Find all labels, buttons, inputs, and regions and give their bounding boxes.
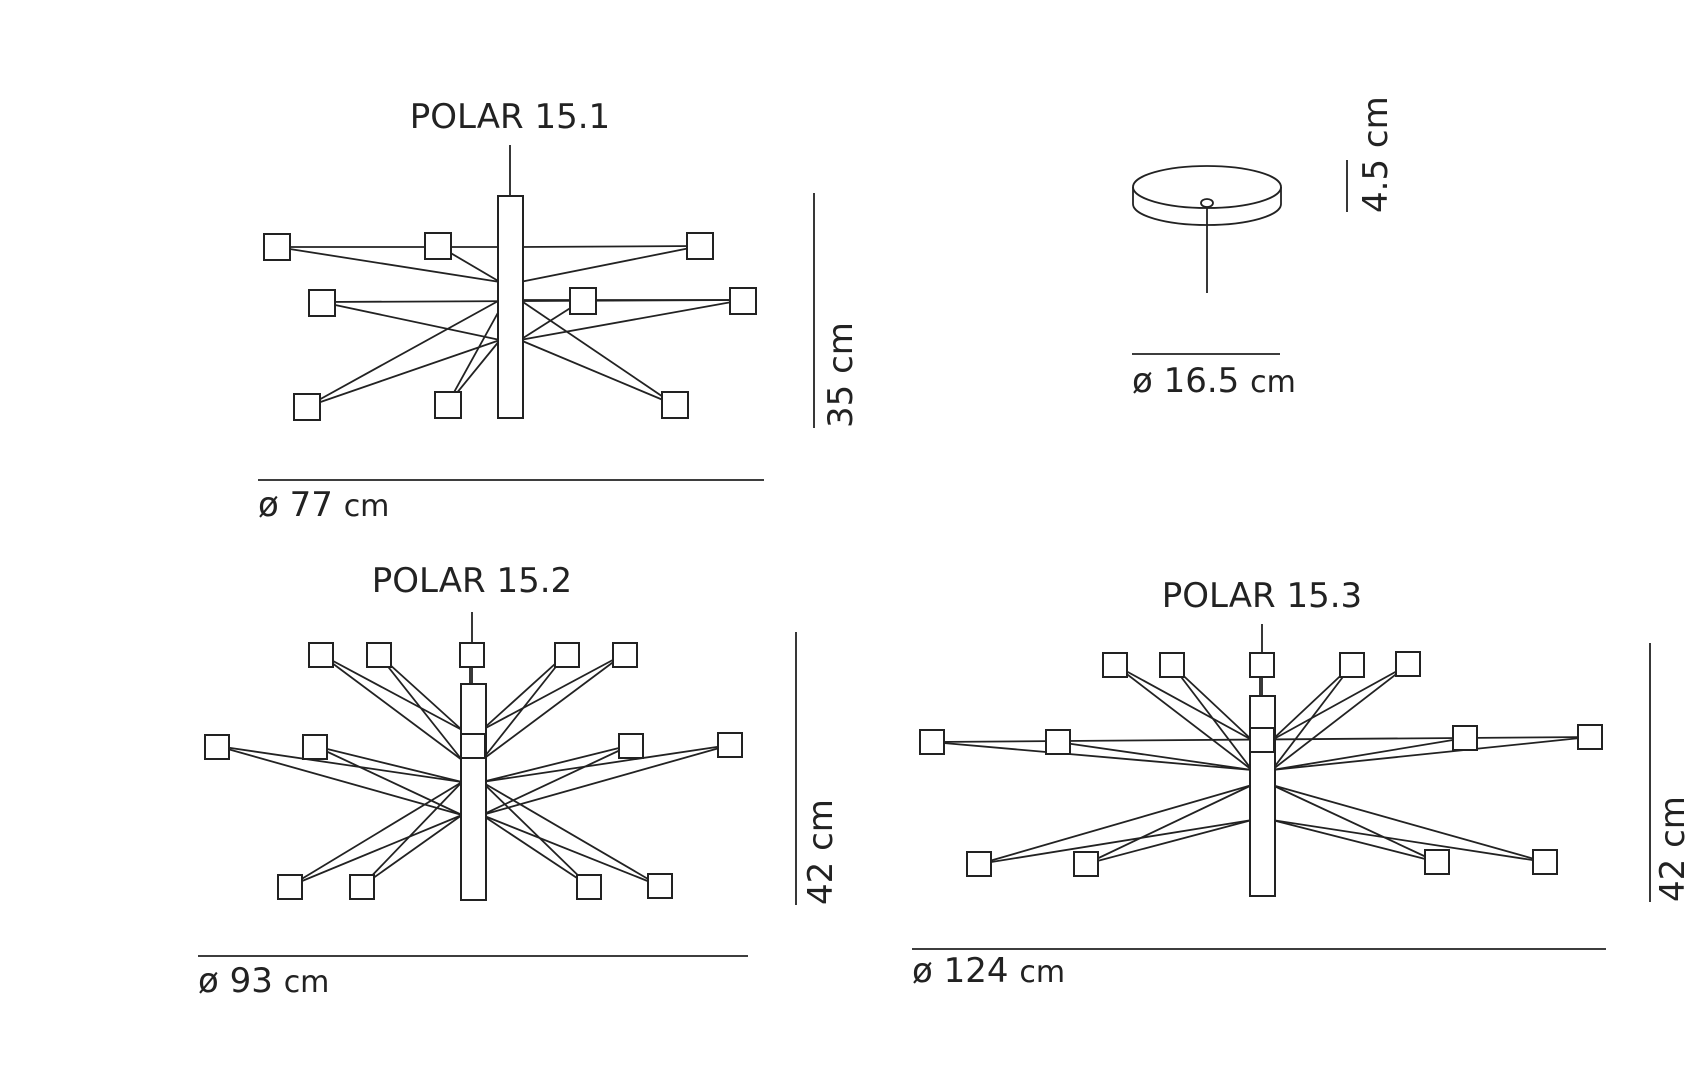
polar-15-1-title: POLAR 15.1	[410, 97, 610, 137]
canopy-height-label: 4.5 cm	[1356, 96, 1396, 213]
polar-15-1-drawing: POLAR 15.1	[258, 97, 861, 525]
polar-15-3-diameter-label: ø 124 cm	[912, 951, 1065, 991]
polar-15-3-light-cubes	[919, 651, 1603, 877]
polar-15-1-diameter-label: ø 77 cm	[258, 485, 389, 525]
central-stem	[460, 683, 487, 901]
cable-gripper	[1200, 198, 1214, 208]
central-stem	[497, 195, 524, 419]
polar-15-2-title: POLAR 15.2	[372, 561, 572, 601]
polar-15-2-diameter-label: ø 93 cm	[198, 961, 329, 1001]
polar-15-1-height-label: 35 cm	[821, 322, 861, 428]
polar-15-3-title: POLAR 15.3	[1162, 576, 1362, 616]
polar-15-2-arms	[216, 653, 731, 887]
polar-15-2-height-label: 42 cm	[801, 799, 841, 905]
canopy-diameter-label: ø 16.5 cm	[1132, 361, 1296, 401]
polar-15-1-arms	[276, 244, 744, 408]
polar-15-2-drawing: POLAR 15.2	[198, 561, 841, 1001]
polar-15-3-height-label: 42 cm	[1653, 796, 1693, 902]
polar-15-3-drawing: POLAR 15.3	[912, 576, 1693, 991]
polar-15-1-light-cubes	[263, 232, 757, 421]
central-stem	[1249, 695, 1276, 897]
polar-15-3-arms	[931, 664, 1591, 865]
canopy-drawing: 4.5 cm ø 16.5 cm	[1132, 96, 1396, 401]
canopy-top	[1132, 165, 1282, 209]
polar-15-2-light-cubes	[204, 642, 743, 900]
